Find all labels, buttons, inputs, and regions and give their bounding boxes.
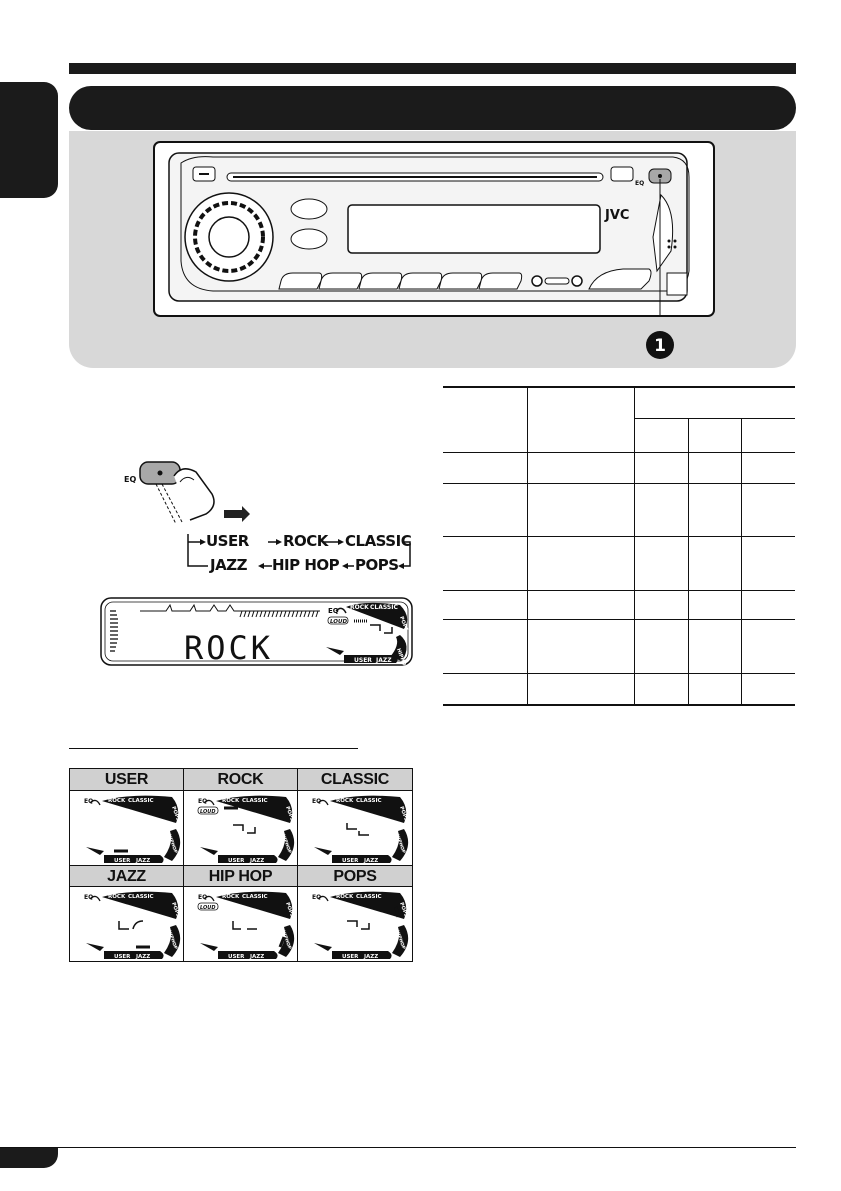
table-row-rule	[443, 536, 795, 537]
table-row-rule	[443, 590, 795, 591]
section-divider	[69, 748, 358, 749]
svg-text:USER: USER	[342, 858, 359, 864]
eq-button-label: EQ	[124, 475, 136, 484]
lcd-loud-label: LOUD	[330, 619, 347, 625]
table-col-rule	[741, 418, 742, 706]
table-bottom-rule	[443, 704, 795, 706]
svg-text:POPS: POPS	[170, 806, 181, 823]
eq-button-press-illustration: EQ	[124, 461, 250, 525]
svg-text:LOUD: LOUD	[200, 809, 215, 815]
car-stereo-illustration: EQ JVC	[153, 141, 715, 317]
svg-text:JAZZ: JAZZ	[135, 954, 150, 960]
lcd-classic-label: CLASSIC	[370, 604, 398, 611]
page-number-tab	[0, 1148, 58, 1168]
svg-text:1: 1	[654, 336, 666, 356]
table-subheader-rule	[634, 418, 795, 419]
table-row-rule	[443, 673, 795, 674]
svg-text:CLASSIC: CLASSIC	[128, 894, 154, 900]
svg-text:EQ: EQ	[198, 798, 207, 805]
preset-header-user: USER	[70, 769, 184, 791]
lcd-main-text: ROCK	[184, 629, 273, 666]
section-header-bar	[69, 86, 796, 130]
svg-text:EQ: EQ	[312, 894, 321, 901]
eq-curve-icon	[335, 607, 347, 614]
lcd-jazz-label: JAZZ	[375, 657, 392, 664]
preset-header-jazz: JAZZ	[70, 865, 184, 887]
svg-text:POPS: POPS	[284, 902, 295, 919]
svg-text:POPS: POPS	[170, 902, 181, 919]
svg-text:POPS: POPS	[284, 806, 295, 823]
preset-header-classic: CLASSIC	[298, 769, 412, 791]
svg-text:CLASSIC: CLASSIC	[356, 894, 382, 900]
footer-rule	[0, 1147, 796, 1148]
eq-mode-sequence: USER ROCK CLASSIC JAZZ HIP HOP POPS	[180, 530, 420, 578]
unit-eq-label: EQ	[635, 180, 644, 187]
table-col-rule	[688, 418, 689, 706]
svg-text:JAZZ: JAZZ	[363, 858, 378, 864]
lcd-pops-label: POPS	[398, 616, 409, 633]
svg-text:CLASSIC: CLASSIC	[242, 798, 268, 804]
svg-text:ROCK: ROCK	[222, 894, 240, 900]
svg-text:JAZZ: JAZZ	[249, 858, 264, 864]
svg-text:EQ: EQ	[312, 798, 321, 805]
sequence-pops: POPS	[355, 556, 399, 574]
svg-text:EQ: EQ	[84, 798, 93, 805]
table-top-rule	[443, 386, 795, 388]
svg-text:ROCK: ROCK	[336, 798, 354, 804]
svg-text:JAZZ: JAZZ	[249, 954, 264, 960]
sequence-user: USER	[206, 532, 249, 550]
lcd-user-label: USER	[354, 657, 372, 664]
svg-text:CLASSIC: CLASSIC	[356, 798, 382, 804]
svg-text:JAZZ: JAZZ	[135, 858, 150, 864]
lcd-rock-label: ROCK	[350, 604, 369, 611]
lcd-display-illustration: ROCK EQ ROCK CLASSIC POPS LOUD HIPHOP US…	[100, 597, 413, 666]
top-rule	[69, 63, 796, 74]
eq-settings-table	[443, 386, 795, 706]
svg-text:JAZZ: JAZZ	[363, 954, 378, 960]
svg-text:ROCK: ROCK	[222, 798, 240, 804]
sequence-classic: CLASSIC	[345, 532, 412, 550]
language-side-tab	[0, 82, 58, 198]
brand-logo: JVC	[604, 208, 629, 223]
preset-header-hip-hop: HIP HOP	[184, 865, 298, 887]
table-col-rule	[634, 386, 635, 706]
step-callout-1: 1	[646, 331, 674, 359]
svg-text:POPS: POPS	[398, 806, 409, 823]
svg-text:EQ: EQ	[198, 894, 207, 901]
arrow-right-icon	[224, 506, 250, 522]
sequence-loop-lines	[187, 534, 411, 569]
preset-header-rock: ROCK	[184, 769, 298, 791]
table-header-rule	[443, 452, 795, 453]
preset-header-pops: POPS	[298, 865, 412, 887]
sequence-jazz: JAZZ	[210, 556, 247, 574]
svg-text:CLASSIC: CLASSIC	[128, 798, 154, 804]
svg-text:ROCK: ROCK	[108, 894, 126, 900]
svg-text:CLASSIC: CLASSIC	[242, 894, 268, 900]
svg-text:POPS: POPS	[398, 902, 409, 919]
table-row-rule	[443, 619, 795, 620]
svg-text:USER: USER	[114, 858, 131, 864]
lcd-eq-label: EQ	[328, 607, 339, 615]
table-col-rule	[527, 386, 528, 706]
svg-text:USER: USER	[114, 954, 131, 960]
svg-text:ROCK: ROCK	[336, 894, 354, 900]
svg-text:USER: USER	[228, 954, 245, 960]
svg-text:USER: USER	[342, 954, 359, 960]
sequence-rock: ROCK	[283, 532, 328, 550]
svg-text:ROCK: ROCK	[108, 798, 126, 804]
svg-text:USER: USER	[228, 858, 245, 864]
svg-text:LOUD: LOUD	[200, 905, 215, 911]
sequence-hiphop: HIP HOP	[272, 556, 340, 574]
svg-text:EQ: EQ	[84, 894, 93, 901]
table-row-rule	[443, 483, 795, 484]
